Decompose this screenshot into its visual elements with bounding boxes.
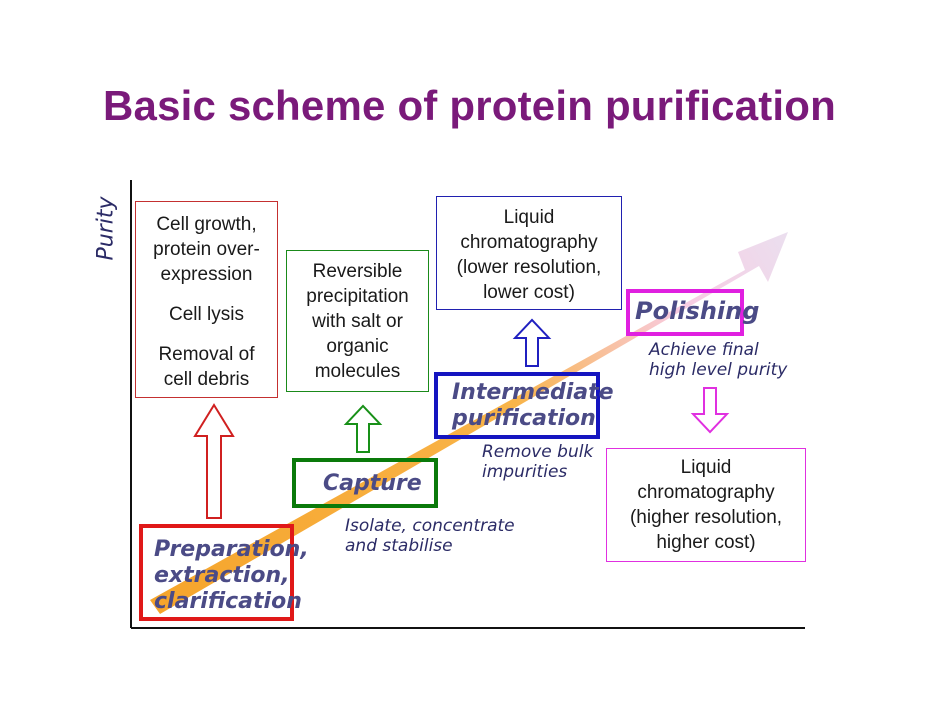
info-line: (lower resolution, — [456, 257, 602, 278]
stage-intermediate: Intermediate purification — [434, 372, 614, 439]
info-line: (higher resolution, — [629, 507, 783, 528]
stage-capture: Capture — [292, 458, 438, 508]
info-line: molecules — [314, 361, 401, 382]
note-line: high level purity — [649, 360, 788, 380]
intermediate-note: Remove bulk impurities — [482, 442, 593, 482]
intermediate-info-box: Liquid chromatography (lower resolution,… — [436, 196, 622, 310]
info-line: chromatography — [460, 232, 598, 253]
info-line: Cell growth, — [156, 214, 257, 235]
arrow-down-icon — [690, 387, 730, 434]
arrow-up-icon — [512, 318, 552, 367]
info-line: protein over- — [153, 239, 260, 260]
info-line: organic — [326, 336, 389, 357]
polishing-note: Achieve final high level purity — [649, 340, 787, 380]
stage-polishing: Polishing — [626, 289, 760, 336]
info-line: with salt or — [312, 311, 403, 332]
stage-label: Preparation, — [154, 537, 309, 562]
stage-label: Intermediate — [452, 380, 614, 405]
info-line: lower cost) — [483, 282, 575, 303]
stage-label: clarification — [154, 589, 302, 614]
note-line: Isolate, concentrate — [345, 516, 515, 536]
note-line: impurities — [482, 462, 568, 482]
stage-label: purification — [452, 406, 596, 431]
info-line: chromatography — [637, 482, 775, 503]
purity-band — [150, 232, 788, 614]
info-line: cell debris — [163, 369, 250, 390]
polishing-info-box: Liquid chromatography (higher resolution… — [606, 448, 806, 562]
note-line: Remove bulk — [482, 442, 594, 462]
stage-label: extraction, — [154, 563, 290, 588]
info-line: Removal of — [158, 344, 255, 365]
stage-preparation: Preparation, extraction, clarification — [139, 524, 309, 621]
arrow-up-icon — [343, 404, 383, 453]
preparation-info-box: Cell growth, protein over- expression Ce… — [135, 201, 278, 398]
info-line: precipitation — [306, 286, 409, 307]
note-line: and stabilise — [345, 536, 453, 556]
capture-note: Isolate, concentrate and stabilise — [345, 516, 515, 556]
note-line: Achieve final — [649, 340, 759, 360]
arrow-up-icon — [193, 403, 235, 519]
info-line: higher cost) — [656, 532, 756, 553]
info-line: Cell lysis — [169, 304, 244, 325]
info-line: Reversible — [312, 261, 403, 282]
page-title: Basic scheme of protein purification — [103, 82, 837, 129]
stage-label: Capture — [323, 471, 422, 496]
stage-label: Polishing — [635, 297, 760, 325]
info-line: Liquid — [680, 457, 732, 478]
capture-info-box: Reversible precipitation with salt or or… — [286, 250, 429, 392]
info-line: Liquid — [503, 207, 555, 228]
info-line: expression — [160, 264, 253, 285]
